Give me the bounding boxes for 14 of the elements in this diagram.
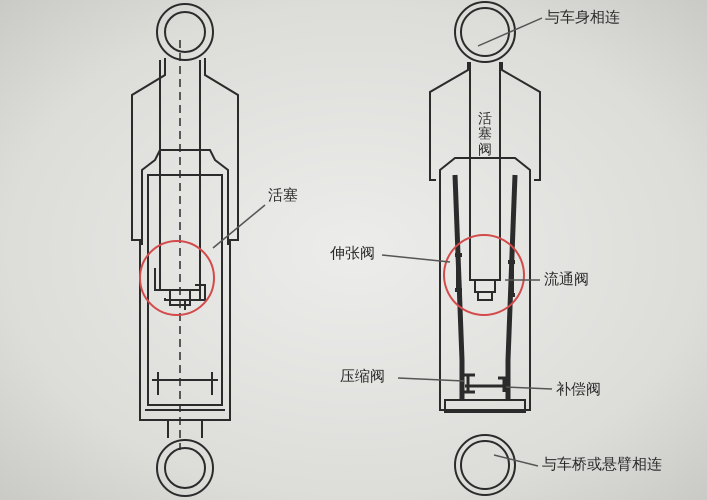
leader-line [212,204,266,249]
leader-line [382,254,450,263]
part-label: 伸张阀 [330,244,375,263]
part-label: 活塞 [268,186,298,205]
part-label: 与车桥或悬臂相连 [542,455,662,474]
leader-line [506,386,552,390]
leader-line [478,17,542,47]
leader-line [398,377,464,382]
vertical-label: 活塞阀 [478,112,492,158]
leader-line [494,454,538,467]
part-label: 压缩阀 [340,367,385,386]
part-label: 补偿阀 [556,380,601,399]
part-label: 与车身相连 [545,8,620,27]
part-label: 流通阀 [544,270,589,289]
